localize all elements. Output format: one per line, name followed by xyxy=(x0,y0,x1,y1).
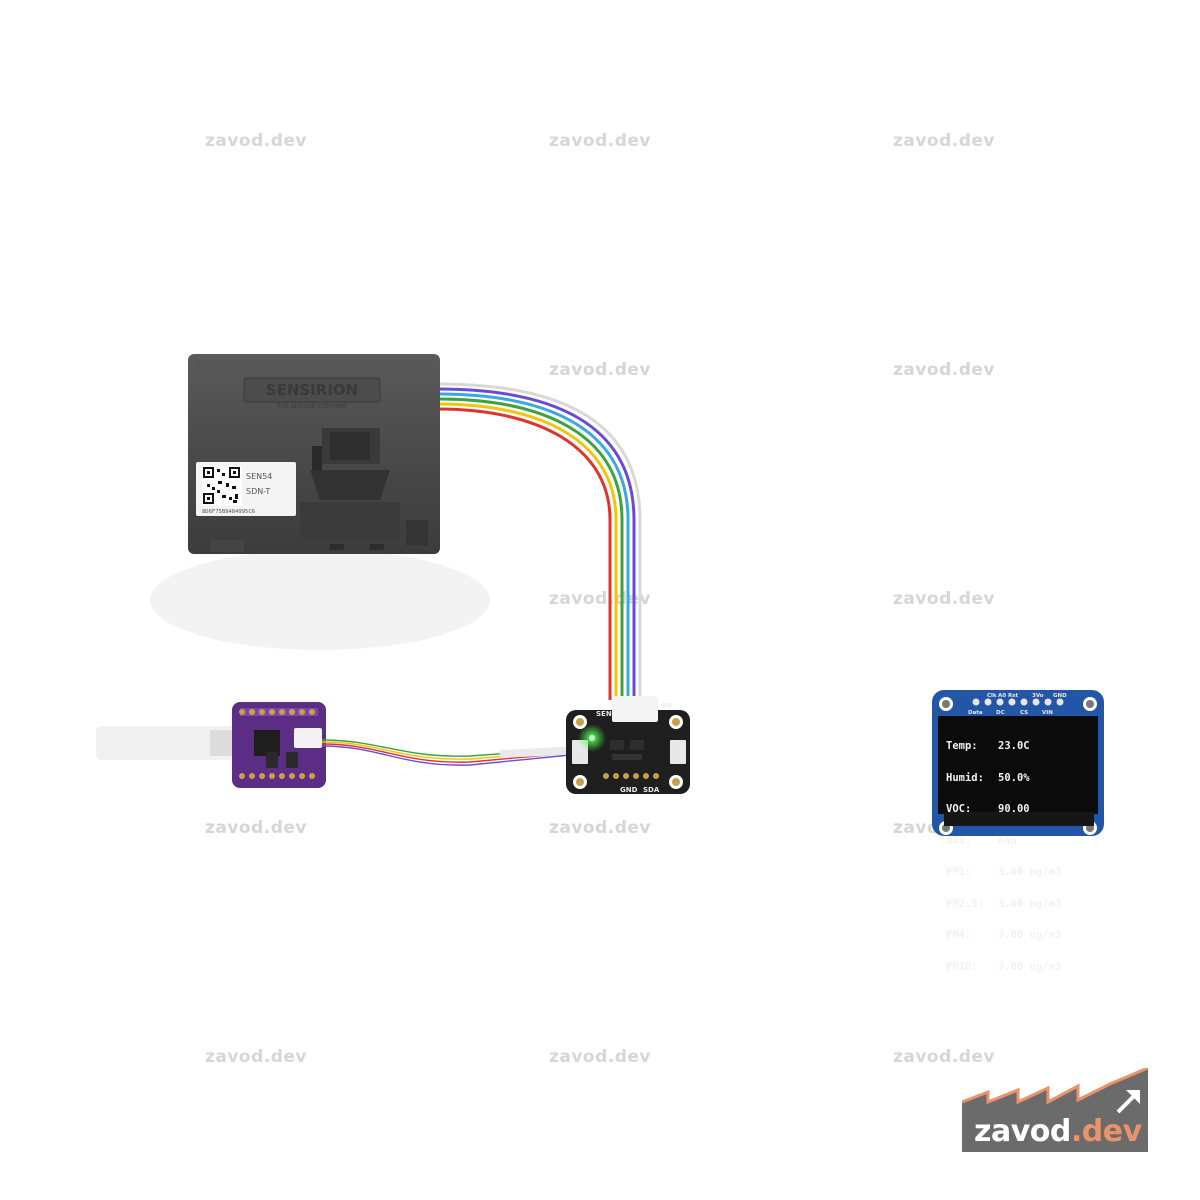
oled-display-board: Clk A0 Rst 3Vo GND Data DC CS VIN xyxy=(932,690,1104,836)
oled-row-pm25: PM2.5:3.00 ug/m3 xyxy=(946,897,1062,910)
sen5x-breakout: GND SDA 5V SEN xyxy=(566,696,690,794)
arrow-up-right-icon xyxy=(1116,1090,1140,1114)
zavod-logo xyxy=(962,1068,1149,1152)
oled-readout: Temp:23.0C Humid:50.0% VOC:90.00 NOx:nan… xyxy=(946,720,1076,983)
watermark: zavod.dev xyxy=(892,1047,996,1067)
shadow xyxy=(150,550,490,650)
breakout-label-sen: SEN xyxy=(596,710,612,718)
sensor-model: SEN54 xyxy=(246,472,272,481)
oled-row-nox: NOx:nan xyxy=(946,834,1017,847)
breakout-label-gnd: GND xyxy=(620,786,638,794)
oled-pin-gnd: GND xyxy=(1053,693,1067,699)
oled-row-pm1: PM1:3.00 ug/m3 xyxy=(946,866,1062,878)
watermark: zavod.dev xyxy=(548,818,652,838)
sensor-brand: SENSIRION xyxy=(266,381,358,399)
breakout-label-5v: 5V xyxy=(662,702,673,710)
ribbon-cable xyxy=(437,382,642,700)
watermark: zavod.dev xyxy=(892,131,996,151)
oled-row-pm4: PM4:3.00 ug/m3 xyxy=(946,929,1062,941)
logo-part-2: .dev xyxy=(1070,1114,1142,1149)
sensor-tagline: THE SENSOR COMPANY xyxy=(276,403,347,410)
stemma-cable xyxy=(321,739,581,766)
oled-row-voc: VOC:90.00 xyxy=(946,803,1030,815)
oled-pin-vin: VIN xyxy=(1042,710,1053,716)
watermark: zavod.dev xyxy=(204,131,308,151)
logo-part-1: zavod xyxy=(974,1114,1071,1149)
watermark: zavod.dev xyxy=(548,1047,652,1067)
qr-code xyxy=(203,467,240,504)
oled-pin-dc: DC xyxy=(996,710,1005,716)
oled-pin-cs: CS xyxy=(1020,710,1028,716)
watermark: zavod.dev xyxy=(548,360,652,380)
sensor-serial: 8D6F75B9484995C6 xyxy=(202,509,255,515)
oled-pin-clk: Clk xyxy=(987,693,997,699)
watermark: zavod.dev xyxy=(892,360,996,380)
oled-pin-a0: A0 xyxy=(998,693,1006,699)
oled-pin-3vo: 3Vo xyxy=(1032,693,1044,699)
watermark: zavod.dev xyxy=(204,1047,308,1067)
oled-pin-rst: Rst xyxy=(1008,693,1019,699)
watermark: zavod.dev xyxy=(548,589,652,609)
usb-cable xyxy=(96,726,250,760)
breakout-label-sda: SDA xyxy=(643,786,660,794)
sen54-sensor: SENSIRION THE SENSOR COMPANY SEN54 SDN-T… xyxy=(188,354,440,554)
watermark: zavod.dev xyxy=(204,818,308,838)
qtpy-board xyxy=(232,702,326,788)
oled-pin-data: Data xyxy=(968,710,983,716)
watermark: zavod.dev xyxy=(548,131,652,151)
oled-row-humid: Humid:50.0% xyxy=(946,771,1030,784)
oled-row-pm10: PM10:3.00 ug/m3 xyxy=(946,960,1062,973)
oled-row-temp: Temp:23.0C xyxy=(946,740,1030,752)
watermark: zavod.dev xyxy=(892,589,996,609)
power-led xyxy=(589,735,595,741)
logo-wordmark: zavod.dev xyxy=(974,1114,1142,1149)
sensor-variant: SDN-T xyxy=(246,487,270,496)
